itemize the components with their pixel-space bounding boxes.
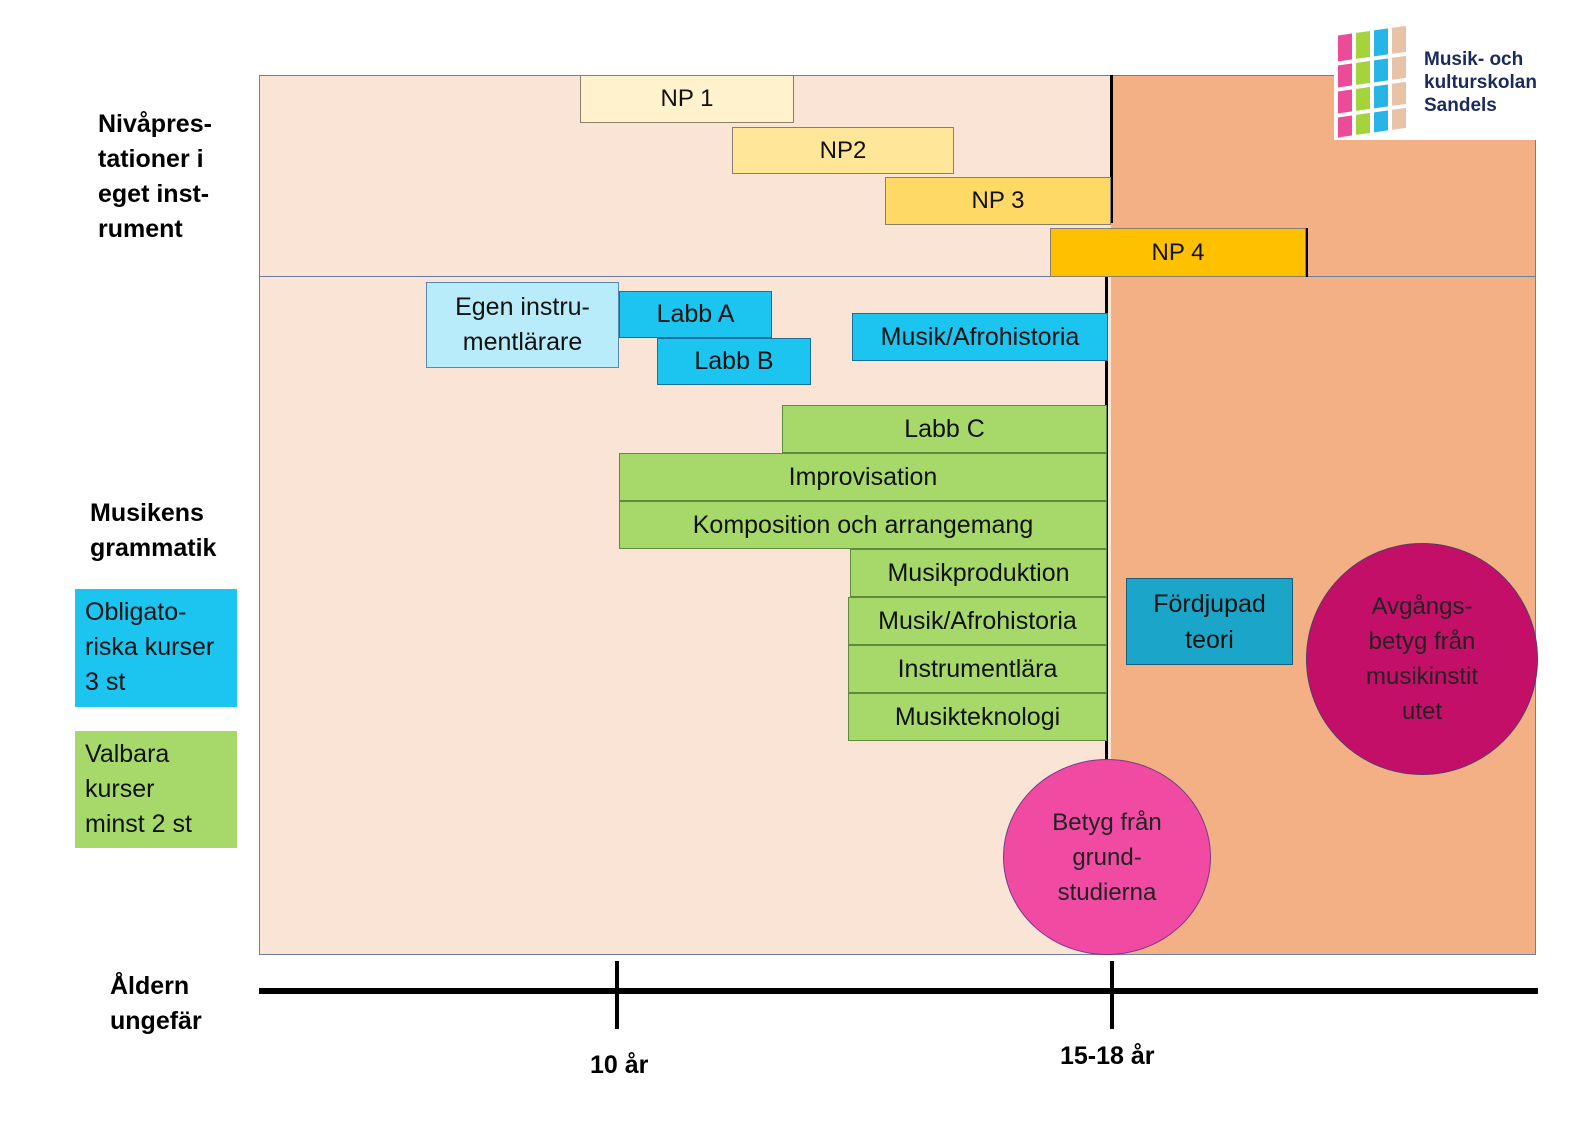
basic-grade-line: Betyg från [1052,808,1162,836]
course-music-history-required: Musik/Afrohistoria [852,313,1108,361]
age-tick-10-label: 10 år [590,1051,649,1079]
final-grade-line: musikinstit [1365,663,1479,690]
legend-elective-line: minst 2 st [85,810,192,838]
age-tick-15-18-label: 15-18 år [1060,1042,1155,1070]
music-history-required-label: Musik/Afrohistoria [880,322,1080,351]
course-composition: Komposition och arrangemang [619,501,1107,549]
music-technology-label: Musikteknologi [894,702,1061,731]
age-axis-line [259,988,1538,994]
school-logo: Musik- och kulturskolan Sandels [1334,18,1537,140]
logo-text-line: Musik- och [1424,49,1524,70]
course-music-production: Musikproduktion [850,549,1107,597]
np4-box: NP 4 [1050,228,1306,277]
music-history-elective-label: Musik/Afrohistoria [878,606,1077,635]
labb-c-label: Labb C [904,414,985,443]
grammar-row-label: Musikens grammatik [90,496,216,566]
composition-label: Komposition och arrangemang [692,510,1034,539]
final-grade-line: Avgångs- [1371,593,1473,620]
legend-elective-line: Valbara [85,740,170,768]
labb-b-label: Labb B [694,347,774,375]
np3-label: NP 3 [971,187,1025,214]
age-row-label: Åldern ungefär [110,969,202,1039]
age-tick-10 [615,961,619,1029]
np2-box: NP2 [732,127,954,174]
np1-label: NP 1 [660,85,714,112]
legend-required-line: riska kurser [85,633,215,661]
levels-label-line: Nivåpres- [98,110,212,138]
legend-required-line: Obligato- [85,598,187,626]
course-labb-b: Labb B [657,338,811,385]
levels-label-line: eget inst- [98,180,210,208]
np2-label: NP2 [819,136,867,164]
grammar-label-line: grammatik [90,534,217,562]
improvisation-label: Improvisation [788,462,938,491]
np4-label: NP 4 [1151,238,1205,266]
np-boundary-line [1110,75,1113,223]
np1-box: NP 1 [580,75,794,123]
grammar-label-line: Musikens [90,499,204,527]
age-label-line: Åldern [110,972,190,1000]
levels-label-line: rument [98,215,183,243]
legend-required-line: 3 st [85,668,126,696]
levels-label-line: tationer i [98,145,204,173]
basic-grade-line: grund- [1072,843,1142,871]
logo-text: Musik- och kulturskolan Sandels [1424,48,1537,117]
advanced-theory-line: Fördjupad [1153,589,1266,618]
final-grade-line: betyg från [1368,628,1476,655]
legend-elective: Valbara kurser minst 2 st [75,731,237,848]
final-grade-circle: Avgångs- betyg från musikinstit utet [1306,543,1538,775]
labb-a-label: Labb A [656,300,735,328]
levels-row-label: Nivåpres- tationer i eget inst- rument [98,107,212,247]
course-improvisation: Improvisation [619,453,1107,501]
logo-text-line: Sandels [1424,95,1497,116]
instrument-knowledge-label: Instrumentlära [897,654,1058,683]
basic-grade-line: studierna [1057,878,1157,906]
teacher-box-line: Egen instru- [455,293,590,321]
music-production-label: Musikproduktion [887,558,1070,587]
basic-grade-circle: Betyg från grund- studierna [1003,759,1211,955]
course-music-technology: Musikteknologi [848,693,1107,741]
course-labb-a: Labb A [619,291,772,338]
teacher-box-line: mentlärare [462,328,583,356]
instrument-teacher-box: Egen instru- mentlärare [426,282,619,368]
final-grade-line: utet [1401,698,1443,725]
np4-end-line [1305,228,1308,277]
advanced-theory-box: Fördjupad teori [1126,578,1293,665]
band-divider [259,276,1536,277]
age-tick-15-18 [1110,961,1114,1029]
course-music-history-elective: Musik/Afrohistoria [848,597,1107,645]
course-labb-c: Labb C [782,405,1107,453]
course-instrument-knowledge: Instrumentlära [848,645,1107,693]
advanced-theory-line: teori [1185,625,1234,654]
logo-text-line: kulturskolan [1424,72,1537,93]
np3-box: NP 3 [885,177,1111,225]
legend-elective-line: kurser [85,775,155,803]
age-label-line: ungefär [110,1007,202,1035]
legend-required: Obligato- riska kurser 3 st [75,589,237,707]
logo-stripes-icon [1334,25,1414,138]
